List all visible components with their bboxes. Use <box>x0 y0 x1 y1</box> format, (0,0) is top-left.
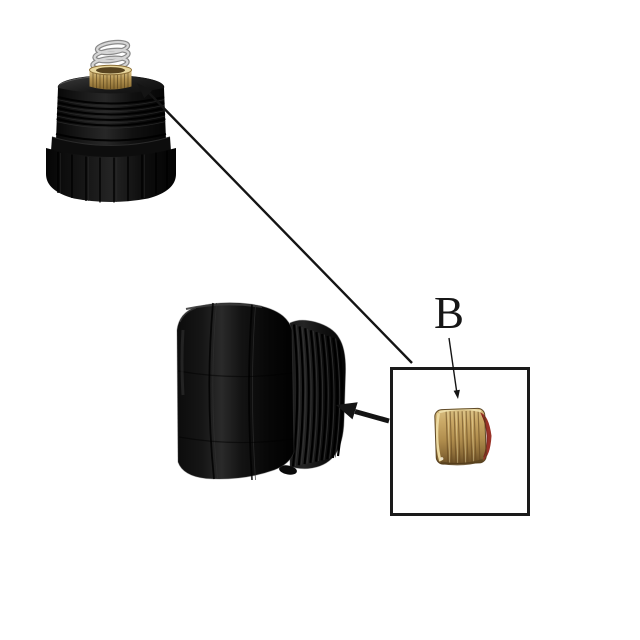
side-cap-left-sheen <box>180 329 185 396</box>
side-cap-thread-ridges <box>291 324 344 467</box>
label-leader-arrow <box>448 337 460 399</box>
side-cap-facet-lines <box>208 302 253 481</box>
plug-thread-ribs <box>445 409 481 464</box>
brass-collar-bore <box>96 67 125 74</box>
side-cap-thread-glints <box>294 324 341 467</box>
cap-knurled-ring <box>46 148 176 202</box>
knurl-facet-lines <box>57 150 168 203</box>
brass-collar-threads <box>92 71 129 89</box>
side-cap-bottom-notch <box>279 465 297 475</box>
side-cap-band-lines <box>177 370 294 444</box>
label-leader-shaft <box>448 337 458 392</box>
side-cap-facet-glints <box>212 302 256 481</box>
plug-outline <box>434 407 487 465</box>
plug-thread-glints <box>447 410 475 464</box>
cap-threaded-neck <box>56 88 166 149</box>
pointer-arrow-thick <box>336 402 390 424</box>
part-label-b: B <box>433 288 464 338</box>
plug-left-rim-highlight <box>435 413 442 462</box>
cap-thread-grooves <box>55 96 167 142</box>
leader-arrow-long-head <box>137 83 153 99</box>
spring-icon <box>90 39 131 72</box>
pointer-arrow-thick-head <box>336 402 358 420</box>
label-leader-head <box>453 389 460 399</box>
leader-arrow-long-shaft <box>148 92 413 364</box>
knurl-facet-glints <box>60 153 145 202</box>
pointer-arrow-thick-shaft <box>354 409 390 424</box>
cap-thread-glints <box>56 99 166 129</box>
brass-collar <box>89 64 132 90</box>
side-cap-corner-highlight <box>179 307 197 323</box>
leader-arrow-long <box>137 83 413 364</box>
tailcap-side-view <box>176 302 347 481</box>
side-cap-body <box>176 302 295 480</box>
tailcap-top-assembly <box>46 39 176 203</box>
cap-flange <box>51 137 171 160</box>
plug-glint <box>440 457 444 461</box>
plug-red-seal-edge <box>481 415 488 458</box>
brass-contact-plug <box>434 407 492 466</box>
cap-flange-highlight <box>51 136 171 146</box>
plug-red-seal <box>480 412 492 461</box>
